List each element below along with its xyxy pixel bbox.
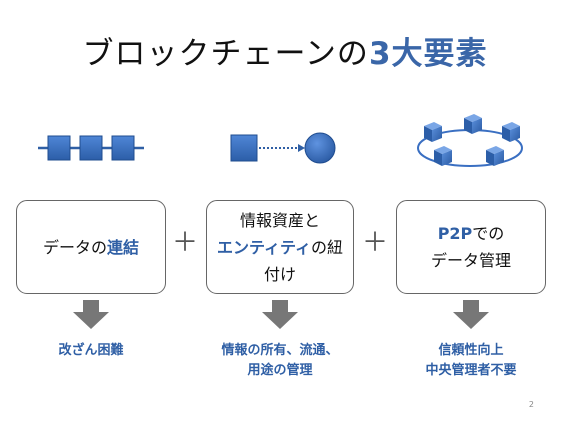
caption-line: 中央管理者不要 — [425, 363, 517, 378]
block-square — [111, 135, 135, 161]
p2p-network-icon — [417, 114, 523, 167]
box-line: データの連結 — [43, 234, 139, 261]
caption-line: 改ざん困難 — [58, 343, 124, 358]
slide-title: ブロックチェーンの3大要素 — [0, 28, 570, 73]
caption-line: 用途の管理 — [247, 363, 313, 378]
box-text-highlight: エンティティ — [216, 237, 312, 257]
node-cube — [434, 146, 452, 166]
box-line: 付け — [263, 264, 296, 284]
node-cube — [486, 146, 504, 166]
block-square — [79, 135, 103, 161]
box-line: エンティティの紐 — [217, 234, 343, 261]
box-line: データ管理 — [430, 251, 511, 270]
caption-line: 情報の所有、流通、 — [221, 343, 339, 358]
benefit-caption-2: 情報の所有、流通、 用途の管理 — [196, 341, 364, 381]
block-square — [47, 135, 71, 161]
down-arrow-icon — [453, 300, 489, 329]
box-line: 情報資産と — [239, 210, 320, 230]
box-line: P2Pでの — [438, 220, 505, 247]
title-prefix: ブロックチェーンの — [82, 36, 369, 72]
concept-box-p2p-management: P2Pでの データ管理 — [396, 200, 546, 294]
title-highlight: 3大要素 — [368, 36, 488, 72]
down-arrow-icon — [262, 300, 298, 329]
square-to-circle-link-icon — [230, 132, 336, 164]
box-text-plain: データの — [42, 237, 107, 257]
plus-operator: ＋ — [172, 228, 199, 258]
linked-blocks-icon — [38, 135, 144, 161]
down-arrow-icon — [73, 300, 109, 329]
concept-box-data-linking: データの連結 — [16, 200, 166, 294]
box-text-plain: の紐 — [311, 237, 344, 257]
benefit-caption-1: 改ざん困難 — [16, 341, 166, 361]
page-number: 2 — [528, 400, 534, 409]
benefit-caption-3: 信頼性向上 中央管理者不要 — [396, 341, 546, 381]
entity-square — [230, 134, 258, 162]
asset-circle — [304, 132, 336, 164]
node-cube — [464, 114, 482, 134]
link-arrowhead — [298, 144, 305, 152]
box-text-plain: での — [472, 224, 505, 243]
concept-box-entity-binding: 情報資産と エンティティの紐 付け — [206, 200, 354, 294]
node-cube — [424, 122, 442, 142]
node-cube — [502, 122, 520, 142]
plus-operator: ＋ — [362, 228, 389, 258]
caption-line: 信頼性向上 — [438, 343, 504, 358]
box-text-highlight: 連結 — [107, 237, 140, 257]
box-text-highlight: P2P — [437, 224, 473, 243]
